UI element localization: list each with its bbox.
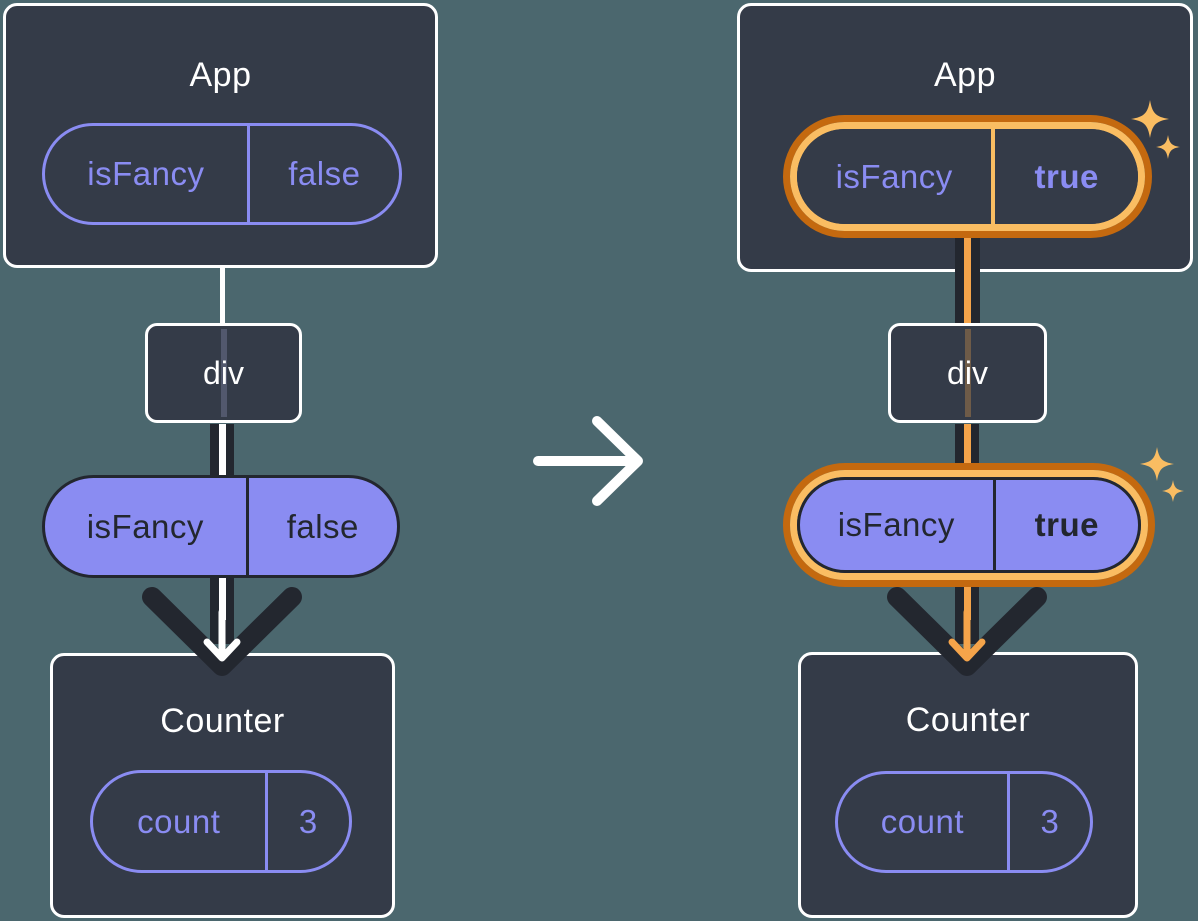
app-state-pill: isFancy false <box>42 123 402 225</box>
panel-after: App isFancy true div isFancy <box>599 0 1198 921</box>
prop-value: false <box>245 478 397 575</box>
component-title: App <box>189 56 252 94</box>
state-name: count <box>880 803 965 840</box>
div-node-label: div <box>203 354 244 391</box>
state-name: count <box>137 802 221 840</box>
panel-before: App isFancy false div isFancy false Coun… <box>3 3 438 918</box>
counter-state-pill: count 3 <box>835 771 1093 873</box>
state-value: true <box>991 129 1138 224</box>
line-through-div <box>964 329 971 417</box>
state-value: false <box>246 126 399 222</box>
counter-state-pill: count 3 <box>90 770 352 873</box>
prop-value: true <box>992 480 1138 570</box>
div-node-box: div <box>888 323 1047 423</box>
line-through-div <box>220 329 227 417</box>
tree-line-app-to-div <box>219 264 225 326</box>
prop-name: isFancy <box>837 506 955 543</box>
app-state-pill-highlight-ring: isFancy true <box>783 115 1152 238</box>
prop-name: isFancy <box>86 507 204 545</box>
prop-pill-highlight-ring: isFancy true <box>783 463 1155 587</box>
prop-flow-line-core <box>963 230 971 326</box>
prop-pill: isFancy true <box>797 477 1141 573</box>
div-node-box: div <box>145 323 302 423</box>
state-name: isFancy <box>87 155 205 192</box>
state-value: 3 <box>1006 774 1090 870</box>
state-value: 3 <box>264 773 349 870</box>
div-node-label: div <box>947 354 988 391</box>
sparkle-icon <box>1140 447 1174 481</box>
prop-pill: isFancy false <box>42 475 400 578</box>
component-title: Counter <box>905 701 1031 739</box>
state-name: isFancy <box>835 157 953 195</box>
component-title: Counter <box>160 702 285 740</box>
sparkle-icon <box>1162 480 1184 502</box>
app-state-pill: isFancy true <box>797 129 1138 224</box>
component-title: App <box>934 56 996 94</box>
